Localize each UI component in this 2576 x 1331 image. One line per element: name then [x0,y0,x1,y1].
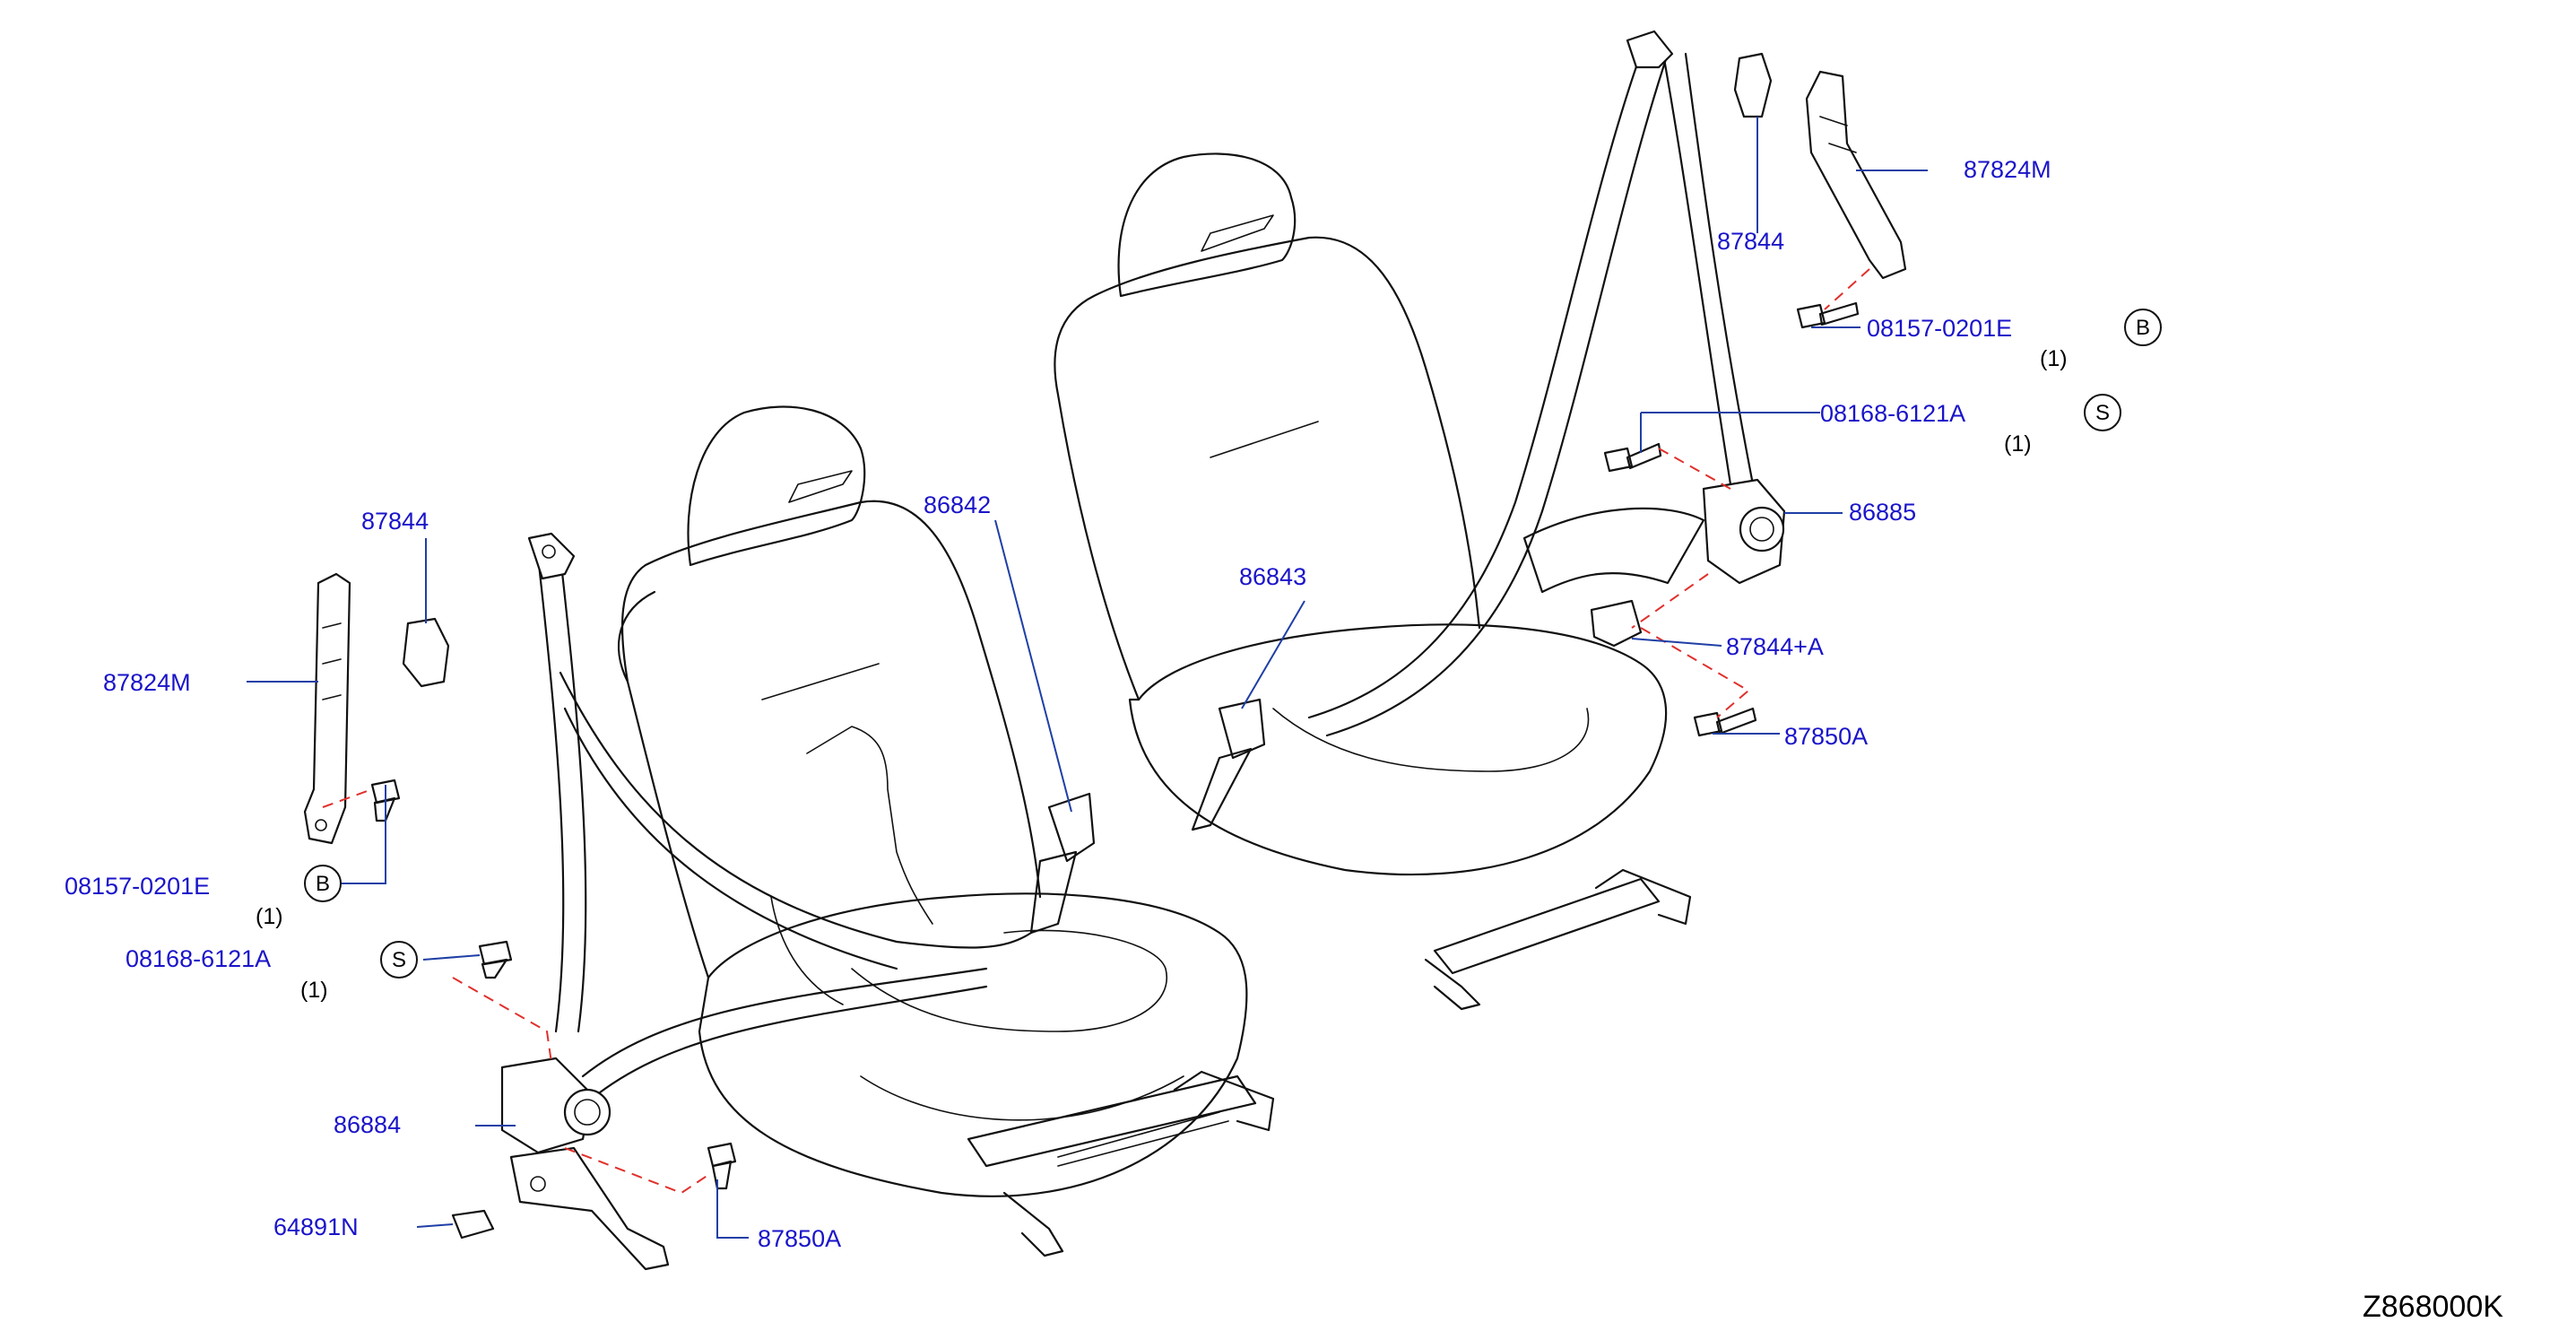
label-left-87824m[interactable]: 87824M [103,669,191,696]
marker-b-right: B [2124,309,2162,346]
label-right-87844[interactable]: 87844 [1717,228,1784,255]
label-left-87844[interactable]: 87844 [361,508,429,535]
qty-right-08157: (1) [2040,346,2068,371]
label-64891n[interactable]: 64891N [273,1214,359,1240]
qty-left-08157: (1) [256,904,283,929]
label-86885[interactable]: 86885 [1849,499,1916,526]
marker-b-right-text: B [2136,316,2150,340]
label-left-08157-0201e[interactable]: 08157-0201E [65,873,210,900]
installation-dashed-lines [322,268,1870,1195]
label-right-87824m[interactable]: 87824M [1964,156,2051,183]
left-small-parts [303,572,737,1240]
marker-s-left: S [380,941,418,979]
marker-s-right-text: S [2095,401,2110,425]
label-left-08168-6121a[interactable]: 08168-6121A [126,945,271,972]
marker-b-left-text: B [316,872,330,896]
label-86884[interactable]: 86884 [334,1111,401,1138]
qty-left-08168: (1) [300,978,328,1003]
drawing-code: Z868000K [2363,1290,2503,1324]
right-small-parts [1603,52,1907,737]
left-seat-drawing [500,405,1275,1271]
label-87844-a[interactable]: 87844+A [1726,633,1824,660]
marker-s-right: S [2084,394,2121,431]
qty-right-08168: (1) [2004,431,2032,457]
label-right-08168-6121a[interactable]: 08168-6121A [1820,400,1965,427]
label-86843[interactable]: 86843 [1239,563,1306,590]
label-86842[interactable]: 86842 [924,492,991,518]
label-right-87850a[interactable]: 87850A [1784,723,1868,750]
marker-s-left-text: S [392,948,406,972]
leader-lines [247,117,1928,1239]
label-left-87850a[interactable]: 87850A [758,1225,841,1252]
label-right-08157-0201e[interactable]: 08157-0201E [1867,315,2012,342]
right-seat-drawing [1054,30,1786,1011]
marker-b-left: B [304,865,342,902]
